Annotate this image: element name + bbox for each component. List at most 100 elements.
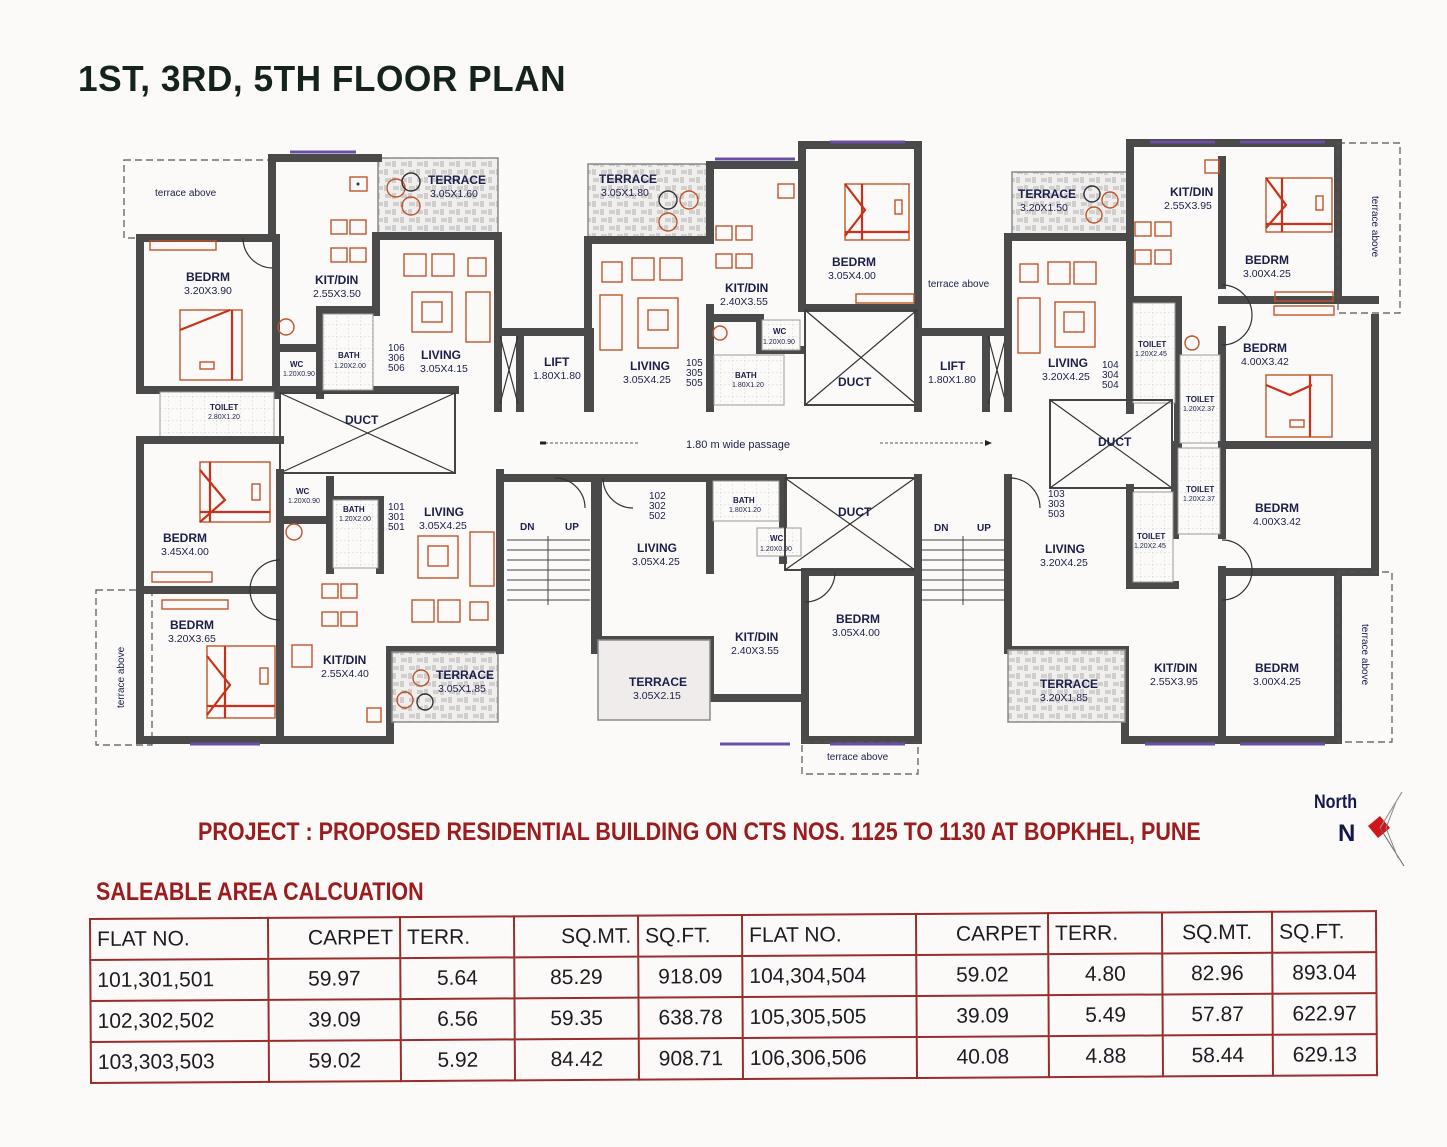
project-title: PROJECT : PROPOSED RESIDENTIAL BUILDING … (198, 818, 1201, 846)
terrace-above-zone-right (1337, 142, 1401, 314)
cell-sqft: 622.97 (1272, 993, 1377, 1035)
terrace-chairs-icon (386, 172, 421, 216)
cell-carpet: 59.02 (268, 1040, 402, 1082)
header-flat-no: FLAT NO. (90, 917, 269, 960)
terrace-106-name: TERRACE (428, 173, 486, 187)
flat-number-304: 304 (1102, 370, 1119, 381)
terrace-above-right-bottom-label: terrace above (1359, 624, 1370, 686)
toilet-106 (159, 391, 275, 438)
dining-table-icon (1134, 221, 1172, 265)
cell-terr: 4.80 (1048, 953, 1163, 996)
duct-left-label: DUCT (345, 413, 379, 427)
stair-right-up: UP (977, 523, 991, 534)
wc-101-name: WC (296, 487, 310, 496)
toilet1-104-dim: 1.20X2.45 (1135, 351, 1167, 358)
terrace-102-dim: 3.05X2.15 (633, 690, 681, 702)
kitdin-101-name: KIT/DIN (323, 653, 366, 667)
terrace-104-name: TERRACE (1018, 187, 1076, 201)
flat-number-104: 104 (1102, 360, 1119, 371)
stair-left: DN UP (496, 474, 599, 654)
bath-102-dim: 1.80X1.20 (729, 507, 761, 514)
kitdin-106-name: KIT/DIN (315, 273, 358, 287)
bedroom2-104-name: BEDRM (1243, 341, 1287, 355)
cell-sqft: 893.04 (1272, 952, 1377, 994)
cell-sqft: 908.71 (638, 1038, 743, 1080)
passage: 1.80 m wide passage (540, 439, 992, 451)
wc-101-dim: 1.20X0.90 (288, 498, 320, 505)
living-101-dim: 3.05X4.25 (419, 520, 467, 532)
bed-icon (206, 645, 276, 719)
washbasin-icon (712, 325, 728, 341)
toilet1-104 (1132, 302, 1176, 404)
header-sqft: SQ.FT. (637, 915, 743, 957)
flat-105-group: TERRACE 3.05X1.80 LIVING 3.05X4.25 105 3… (584, 141, 922, 412)
dining-table-icon (715, 225, 753, 269)
lift-left-dim: 1.80X1.80 (533, 370, 581, 382)
bedroom1-103-dim: 4.00X3.42 (1253, 516, 1301, 528)
cell-sqmt: 57.87 (1162, 993, 1273, 1036)
bath-101-dim: 1.20X2.00 (339, 516, 371, 523)
cell-flat-no: 101,301,501 (90, 958, 269, 1001)
flat-number-504: 504 (1102, 380, 1119, 391)
cell-flat-no: 105,305,505 (742, 995, 917, 1039)
flat-number-302: 302 (649, 501, 666, 512)
header-terr: TERR. (400, 916, 515, 959)
kitdin-105-name: KIT/DIN (725, 281, 768, 295)
kitdin-102-dim: 2.40X3.55 (731, 645, 779, 657)
flat-102-group: 102 302 502 LIVING 3.05X4.25 BATH 1.80X1… (594, 474, 922, 775)
kitdin-103-dim: 2.55X3.95 (1150, 676, 1198, 688)
terrace-102-name: TERRACE (629, 675, 687, 689)
bath-105-dim: 1.80X1.20 (732, 382, 764, 389)
wc-105-name: WC (773, 327, 787, 336)
terrace-above-zone-left (95, 589, 153, 746)
bed-icon (179, 308, 243, 381)
header-terr-2: TERR. (1047, 912, 1163, 955)
terrace-above-label: terrace above (155, 188, 217, 199)
bedroom1-103-name: BEDRM (1255, 501, 1299, 515)
wc-106-name: WC (290, 360, 304, 369)
stair-left-up: UP (565, 522, 579, 533)
terrace-103 (1007, 649, 1126, 723)
toilet-106-name: TOILET (210, 403, 238, 412)
wc-106-dim: 1.20X0.90 (283, 371, 315, 378)
bedroom-106-name: BEDRM (186, 270, 230, 284)
wc-102-dim: 1.20X0.90 (760, 546, 792, 553)
cell-sqmt: 84.42 (514, 1038, 639, 1081)
living-102-name: LIVING (637, 541, 677, 555)
cell-carpet: 59.02 (916, 954, 1049, 996)
toilet2-104 (1179, 354, 1221, 444)
toilet2-104-name: TOILET (1186, 395, 1214, 404)
door-icon (602, 477, 634, 509)
lift-right-name: LIFT (940, 359, 966, 373)
duct-mid-top-label: DUCT (838, 375, 872, 389)
stair-right: DN UP (914, 474, 1012, 654)
cell-sqft: 918.09 (638, 956, 743, 998)
terrace-105-dim: 3.05X1.80 (601, 187, 649, 199)
flat-number-101: 101 (388, 502, 405, 513)
kitchen-sink-icon (1204, 159, 1220, 174)
door-icon (804, 571, 836, 603)
door-icon (249, 559, 281, 621)
cell-sqft: 629.13 (1272, 1034, 1377, 1076)
cell-terr: 5.64 (400, 957, 515, 1000)
terrace-103-dim: 3.20X1.85 (1040, 692, 1088, 704)
cell-terr: 5.92 (400, 1039, 515, 1082)
bedroom2-104-dim: 4.00X3.42 (1241, 356, 1289, 368)
toilet1-103-name: TOILET (1186, 485, 1214, 494)
flat-number-306: 306 (388, 353, 405, 364)
terrace-105 (587, 163, 711, 241)
toilet2-103-name: TOILET (1137, 532, 1165, 541)
terrace-101-name: TERRACE (436, 668, 494, 682)
saleable-area-table: FLAT NO. CARPET TERR. SQ.MT. SQ.FT. FLAT… (89, 910, 1378, 1084)
bath-105 (713, 354, 785, 406)
cell-flat-no: 103,303,503 (90, 1040, 270, 1083)
toilet2-103 (1132, 491, 1174, 583)
cell-sqmt: 85.29 (514, 956, 639, 999)
stair-left-dn: DN (520, 522, 534, 533)
wardrobe-icon (1273, 305, 1335, 316)
terrace-105-name: TERRACE (599, 172, 657, 186)
flat-number-505: 505 (686, 378, 703, 389)
bedroom2-103-name: BEDRM (1255, 661, 1299, 675)
kitdin-104-dim: 2.55X3.95 (1164, 200, 1212, 212)
washbasin-icon (285, 523, 303, 541)
